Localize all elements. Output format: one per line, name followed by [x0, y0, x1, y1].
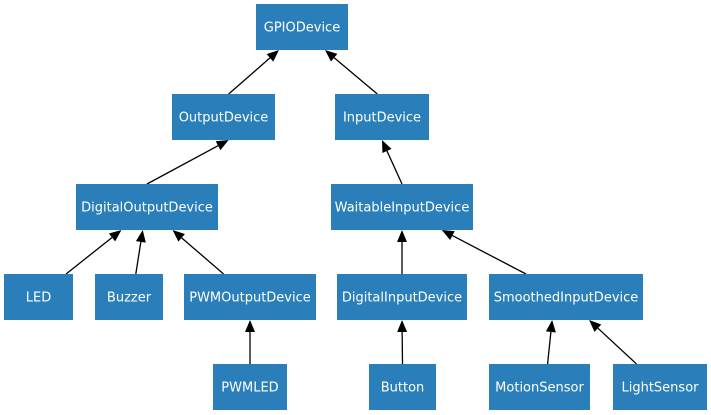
edge-buzzer-to-digital-output-device: [135, 230, 146, 275]
node-motion-sensor-box: [489, 364, 590, 410]
edge-line: [452, 234, 527, 275]
edge-line: [546, 331, 552, 365]
edge-pwmled-to-pwm-output-device: [245, 320, 255, 364]
node-input-device: InputDevice: [335, 94, 429, 140]
edge-waitable-input-device-to-input-device: [382, 140, 403, 185]
edge-line: [386, 150, 403, 185]
node-digital-input-device-box: [337, 274, 467, 320]
node-light-sensor-box: [613, 364, 707, 410]
node-gpio-device-box: [256, 4, 348, 50]
node-light-sensor-label: LightSensor: [621, 381, 699, 396]
node-pwm-output-device-box: [184, 274, 316, 320]
edge-line: [597, 327, 637, 365]
edge-button-to-digital-input-device: [397, 320, 408, 365]
edge-smoothed-input-device-to-waitable-input-device: [441, 230, 527, 275]
node-smoothed-input-device-box: [489, 274, 643, 320]
node-buzzer: Buzzer: [95, 274, 163, 320]
node-waitable-input-device-box: [331, 184, 473, 230]
node-digital-output-device: DigitalOutputDevice: [76, 184, 218, 230]
node-waitable-input-device-label: WaitableInputDevice: [335, 201, 470, 216]
arrowhead-icon: [135, 230, 146, 243]
node-button: Button: [369, 364, 436, 410]
edge-line: [181, 237, 225, 275]
edge-light-sensor-to-smoothed-input-device: [589, 320, 637, 365]
node-digital-input-device: DigitalInputDevice: [337, 274, 467, 320]
node-button-box: [369, 364, 436, 410]
node-output-device-label: OutputDevice: [179, 111, 269, 126]
node-output-device: OutputDevice: [172, 94, 275, 140]
edges-layer: [65, 50, 637, 365]
arrowhead-icon: [172, 230, 185, 242]
edge-digital-output-device-to-output-device: [146, 140, 229, 185]
node-pwmled-label: PWMLED: [221, 381, 278, 396]
arrowhead-icon: [545, 320, 556, 333]
node-digital-input-device-label: DigitalInputDevice: [342, 291, 462, 306]
edge-line: [146, 145, 219, 185]
node-output-device-box: [172, 94, 275, 140]
node-motion-sensor-label: MotionSensor: [495, 381, 584, 396]
edge-line: [228, 57, 271, 95]
node-buzzer-label: Buzzer: [107, 291, 152, 306]
edge-line: [135, 241, 142, 275]
node-motion-sensor: MotionSensor: [489, 364, 590, 410]
node-pwmled-box: [213, 364, 287, 410]
node-pwm-output-device: PWMOutputDevice: [184, 274, 316, 320]
arrowhead-icon: [108, 230, 122, 242]
edge-pwm-output-device-to-digital-output-device: [172, 230, 225, 275]
node-pwm-output-device-label: PWMOutputDevice: [189, 291, 311, 306]
node-gpio-device-label: GPIODevice: [264, 21, 340, 36]
arrowhead-icon: [397, 230, 407, 242]
edge-input-device-to-gpio-device: [325, 50, 378, 95]
node-light-sensor: LightSensor: [613, 364, 707, 410]
arrowhead-icon: [589, 320, 602, 332]
edge-output-device-to-gpio-device: [228, 50, 279, 95]
node-pwmled: PWMLED: [213, 364, 287, 410]
node-led: LED: [4, 274, 73, 320]
node-digital-output-device-box: [76, 184, 218, 230]
edge-line: [65, 236, 113, 275]
arrowhead-icon: [397, 320, 408, 333]
arrowhead-icon: [266, 50, 279, 62]
node-input-device-box: [335, 94, 429, 140]
edge-motion-sensor-to-smoothed-input-device: [545, 320, 556, 365]
arrowhead-icon: [215, 140, 229, 151]
arrowhead-icon: [441, 230, 455, 240]
edge-led-to-digital-output-device: [65, 230, 122, 275]
edge-digital-input-device-to-waitable-input-device: [397, 230, 407, 274]
arrowhead-icon: [245, 320, 255, 332]
edge-line: [333, 57, 378, 95]
node-buzzer-box: [95, 274, 163, 320]
node-waitable-input-device: WaitableInputDevice: [331, 184, 473, 230]
node-smoothed-input-device: SmoothedInputDevice: [489, 274, 643, 320]
node-button-label: Button: [381, 381, 425, 396]
arrowhead-icon: [382, 140, 392, 153]
node-led-label: LED: [26, 291, 51, 306]
node-input-device-label: InputDevice: [343, 111, 421, 126]
node-led-box: [4, 274, 73, 320]
node-smoothed-input-device-label: SmoothedInputDevice: [494, 291, 639, 306]
node-digital-output-device-label: DigitalOutputDevice: [81, 201, 213, 216]
arrowhead-icon: [325, 50, 338, 62]
node-gpio-device: GPIODevice: [256, 4, 348, 50]
